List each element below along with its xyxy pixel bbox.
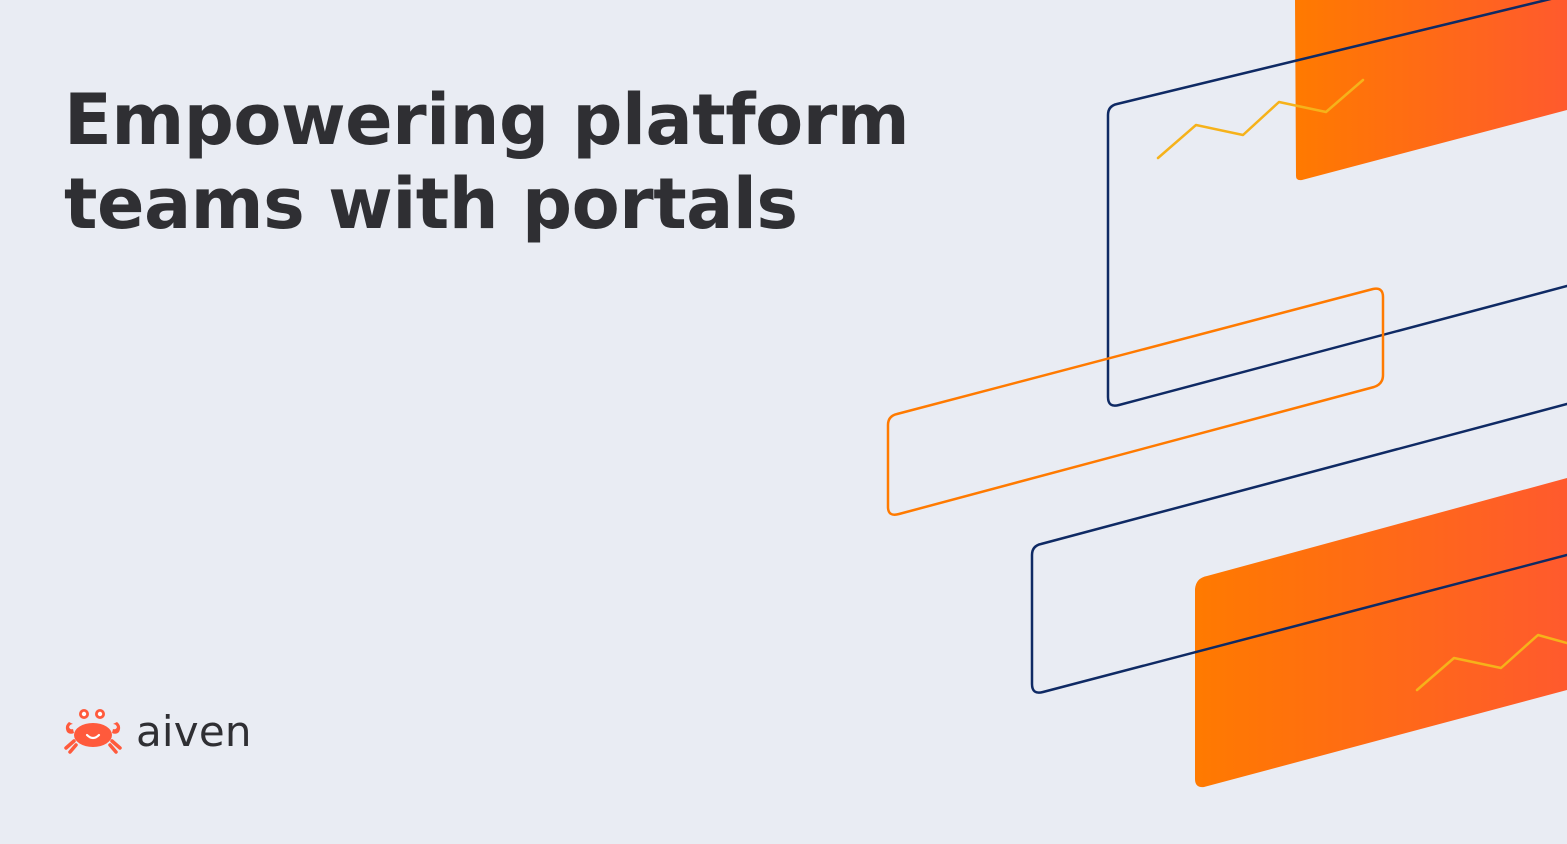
navy-outline-panel-bottom [1030, 402, 1567, 694]
navy-outline-panel-top [1106, 0, 1567, 407]
orange-outline-panel [886, 287, 1385, 516]
hero-title-line-2: teams with portals [64, 163, 798, 245]
trend-line-icon [1415, 633, 1567, 692]
brand-name: aiven [136, 707, 252, 756]
trend-line-icon [1156, 78, 1365, 160]
crab-logo-icon [64, 709, 122, 754]
brand-logo: aiven [62, 704, 252, 756]
hero-title-line-1: Empowering platform [64, 79, 910, 161]
hero-title: Empowering platform teams with portals [64, 78, 910, 246]
orange-panel-bottom [1195, 478, 1567, 788]
